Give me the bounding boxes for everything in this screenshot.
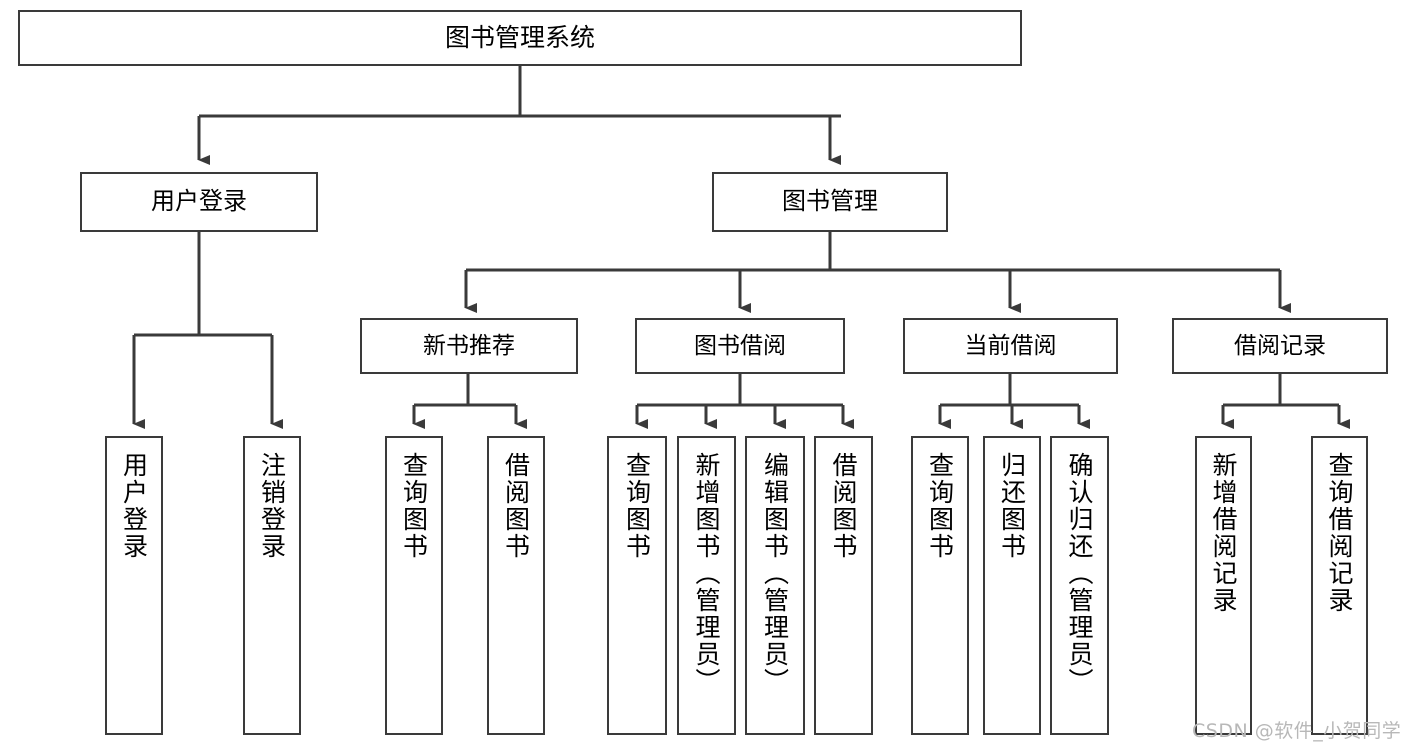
node-label: 查询借阅记录 <box>1325 452 1354 614</box>
leaf-borrow-book-rec[interactable]: 借阅图书 <box>487 436 545 735</box>
node-label: 查询图书 <box>925 452 955 560</box>
leaf-borrow-book[interactable]: 借阅图书 <box>814 436 873 735</box>
node-label: 图书借阅 <box>694 332 786 359</box>
node-label: 图书管理 <box>782 187 878 216</box>
node-label: 确认归还（管理员） <box>1065 452 1094 695</box>
node-label: 查询图书 <box>399 452 429 560</box>
leaf-edit-book[interactable]: 编辑图书（管理员） <box>745 436 805 735</box>
leaf-user-login[interactable]: 用户登录 <box>105 436 163 735</box>
node-label: 借阅图书 <box>829 452 858 560</box>
node-label: 图书管理系统 <box>444 22 595 52</box>
node-label: 借阅记录 <box>1234 332 1326 359</box>
node-user-login[interactable]: 用户登录 <box>80 172 318 232</box>
leaf-add-record[interactable]: 新增借阅记录 <box>1195 436 1252 735</box>
node-label: 新书推荐 <box>423 332 515 359</box>
watermark-text: CSDN @软件_小贺同学 <box>1192 720 1402 742</box>
leaf-query-book-borrow[interactable]: 查询图书 <box>607 436 667 735</box>
node-label: 查询图书 <box>622 452 652 560</box>
node-label: 注销登录 <box>257 452 287 560</box>
node-label: 新增借阅记录 <box>1209 452 1238 614</box>
node-borrowing-record[interactable]: 借阅记录 <box>1172 318 1388 374</box>
leaf-confirm-return[interactable]: 确认归还（管理员） <box>1050 436 1109 735</box>
node-label: 用户登录 <box>119 452 149 560</box>
leaf-query-book-current[interactable]: 查询图书 <box>911 436 969 735</box>
node-book-manage[interactable]: 图书管理 <box>712 172 948 232</box>
node-new-book-recommendation[interactable]: 新书推荐 <box>360 318 578 374</box>
leaf-logout[interactable]: 注销登录 <box>243 436 301 735</box>
node-label: 借阅图书 <box>501 452 531 560</box>
node-label: 编辑图书（管理员） <box>760 452 790 695</box>
node-root-system[interactable]: 图书管理系统 <box>18 10 1022 66</box>
node-book-borrowing[interactable]: 图书借阅 <box>635 318 845 374</box>
node-label: 归还图书 <box>997 452 1027 560</box>
node-current-borrowing[interactable]: 当前借阅 <box>903 318 1118 374</box>
node-label: 新增图书（管理员） <box>692 452 721 695</box>
leaf-query-record[interactable]: 查询借阅记录 <box>1311 436 1368 735</box>
leaf-return-book[interactable]: 归还图书 <box>983 436 1041 735</box>
node-label: 用户登录 <box>151 187 247 216</box>
leaf-add-book[interactable]: 新增图书（管理员） <box>677 436 736 735</box>
node-label: 当前借阅 <box>964 332 1057 359</box>
leaf-query-book-rec[interactable]: 查询图书 <box>385 436 443 735</box>
